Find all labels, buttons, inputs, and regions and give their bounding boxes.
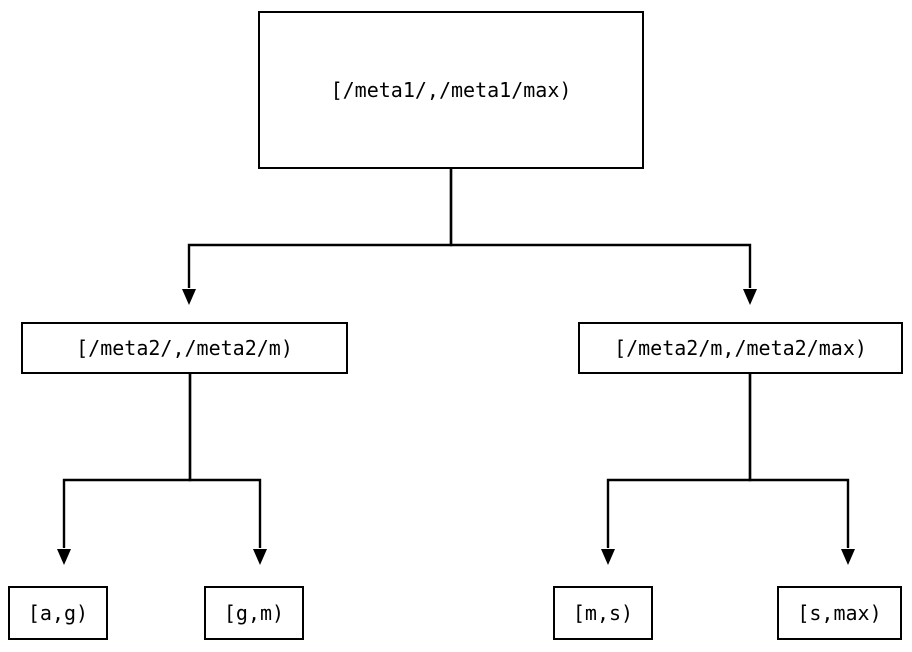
- tree-node-leaf-gm[interactable]: [g,m): [204, 586, 304, 640]
- tree-node-mid-right-label: [/meta2/m,/meta2/max): [614, 336, 867, 360]
- tree-node-root-label: [/meta1/,/meta1/max): [330, 78, 572, 102]
- tree-node-root[interactable]: [/meta1/,/meta1/max): [258, 11, 644, 169]
- tree-node-leaf-ms[interactable]: [m,s): [553, 586, 653, 640]
- edge-line-mid-left-leaf-ag: [62, 374, 192, 548]
- tree-node-leaf-smax-label: [s,max): [797, 601, 882, 625]
- edge-line-root-mid-right: [449, 169, 752, 288]
- edge-line-mid-right-leaf-smax: [748, 374, 850, 548]
- tree-node-mid-left[interactable]: [/meta2/,/meta2/m): [21, 322, 348, 374]
- edge-line-mid-right-leaf-ms: [606, 374, 752, 548]
- edge-root-to-mid-right: [449, 169, 757, 305]
- edge-line-root-mid-left: [187, 169, 453, 288]
- edge-root-to-mid-left: [182, 169, 453, 305]
- tree-node-mid-right[interactable]: [/meta2/m,/meta2/max): [578, 322, 903, 374]
- arrowhead-mid-left-leaf-gm: [253, 549, 267, 565]
- tree-node-leaf-ms-label: [m,s): [572, 601, 634, 625]
- edge-mid-left-to-leaf-gm: [188, 374, 267, 565]
- tree-node-leaf-ag-label: [a,g): [27, 601, 89, 625]
- tree-node-leaf-ag[interactable]: [a,g): [8, 586, 108, 640]
- edge-mid-left-to-leaf-ag: [57, 374, 192, 565]
- arrowhead-mid-right-leaf-ms: [601, 549, 615, 565]
- tree-node-mid-left-label: [/meta2/,/meta2/m): [76, 336, 293, 360]
- arrowhead-mid-right-leaf-smax: [841, 549, 855, 565]
- arrowhead-root-mid-right: [743, 289, 757, 305]
- tree-node-leaf-gm-label: [g,m): [223, 601, 285, 625]
- edge-mid-right-to-leaf-smax: [748, 374, 855, 565]
- edge-mid-right-to-leaf-ms: [601, 374, 752, 565]
- arrowhead-mid-left-leaf-ag: [57, 549, 71, 565]
- tree-node-leaf-smax[interactable]: [s,max): [777, 586, 902, 640]
- arrowhead-root-mid-left: [182, 289, 196, 305]
- edge-line-mid-left-leaf-gm: [188, 374, 262, 548]
